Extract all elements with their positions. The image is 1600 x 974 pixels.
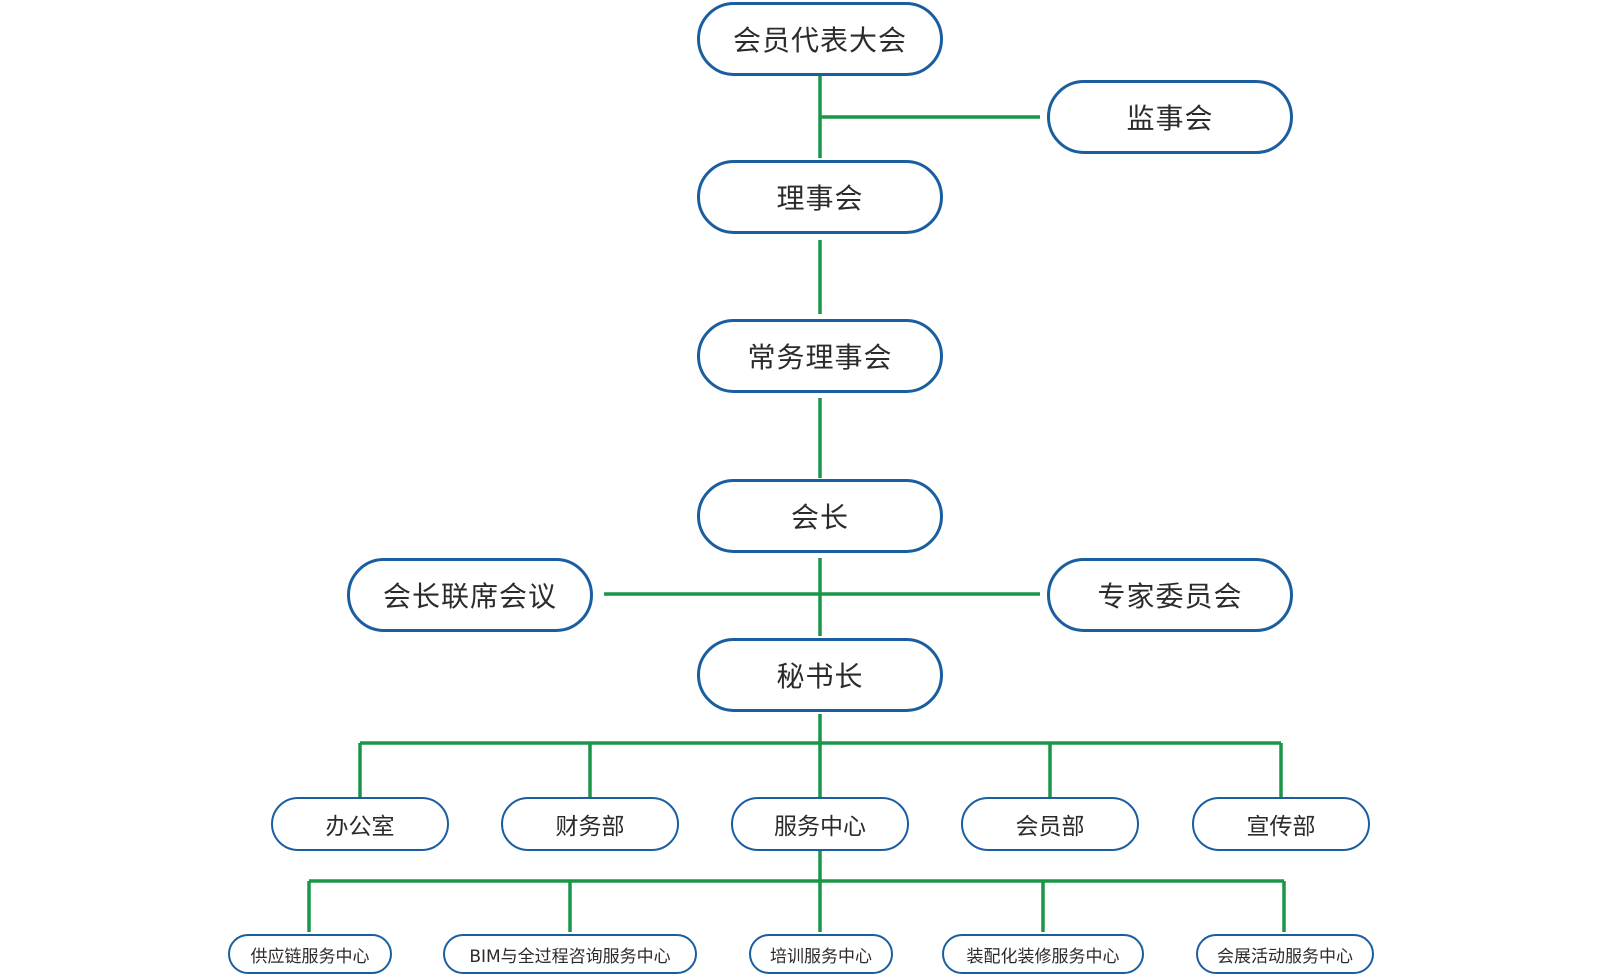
node-president: 会长	[697, 479, 943, 553]
node-department: 会员部	[961, 797, 1139, 851]
node-council: 理事会	[697, 160, 943, 234]
node-service-center: BIM与全过程咨询服务中心	[443, 934, 697, 974]
node-member-assembly: 会员代表大会	[697, 2, 943, 76]
node-service-center: 培训服务中心	[749, 934, 893, 974]
node-president-joint-meeting: 会长联席会议	[347, 558, 593, 632]
node-department: 宣传部	[1192, 797, 1370, 851]
node-expert-committee: 专家委员会	[1047, 558, 1293, 632]
node-department: 服务中心	[731, 797, 909, 851]
node-standing-council: 常务理事会	[697, 319, 943, 393]
node-department: 办公室	[271, 797, 449, 851]
node-service-center: 会展活动服务中心	[1196, 934, 1374, 974]
node-service-center: 供应链服务中心	[228, 934, 392, 974]
node-secretary-general: 秘书长	[697, 638, 943, 712]
node-service-center: 装配化装修服务中心	[942, 934, 1144, 974]
node-department: 财务部	[501, 797, 679, 851]
node-supervisory-board: 监事会	[1047, 80, 1293, 154]
